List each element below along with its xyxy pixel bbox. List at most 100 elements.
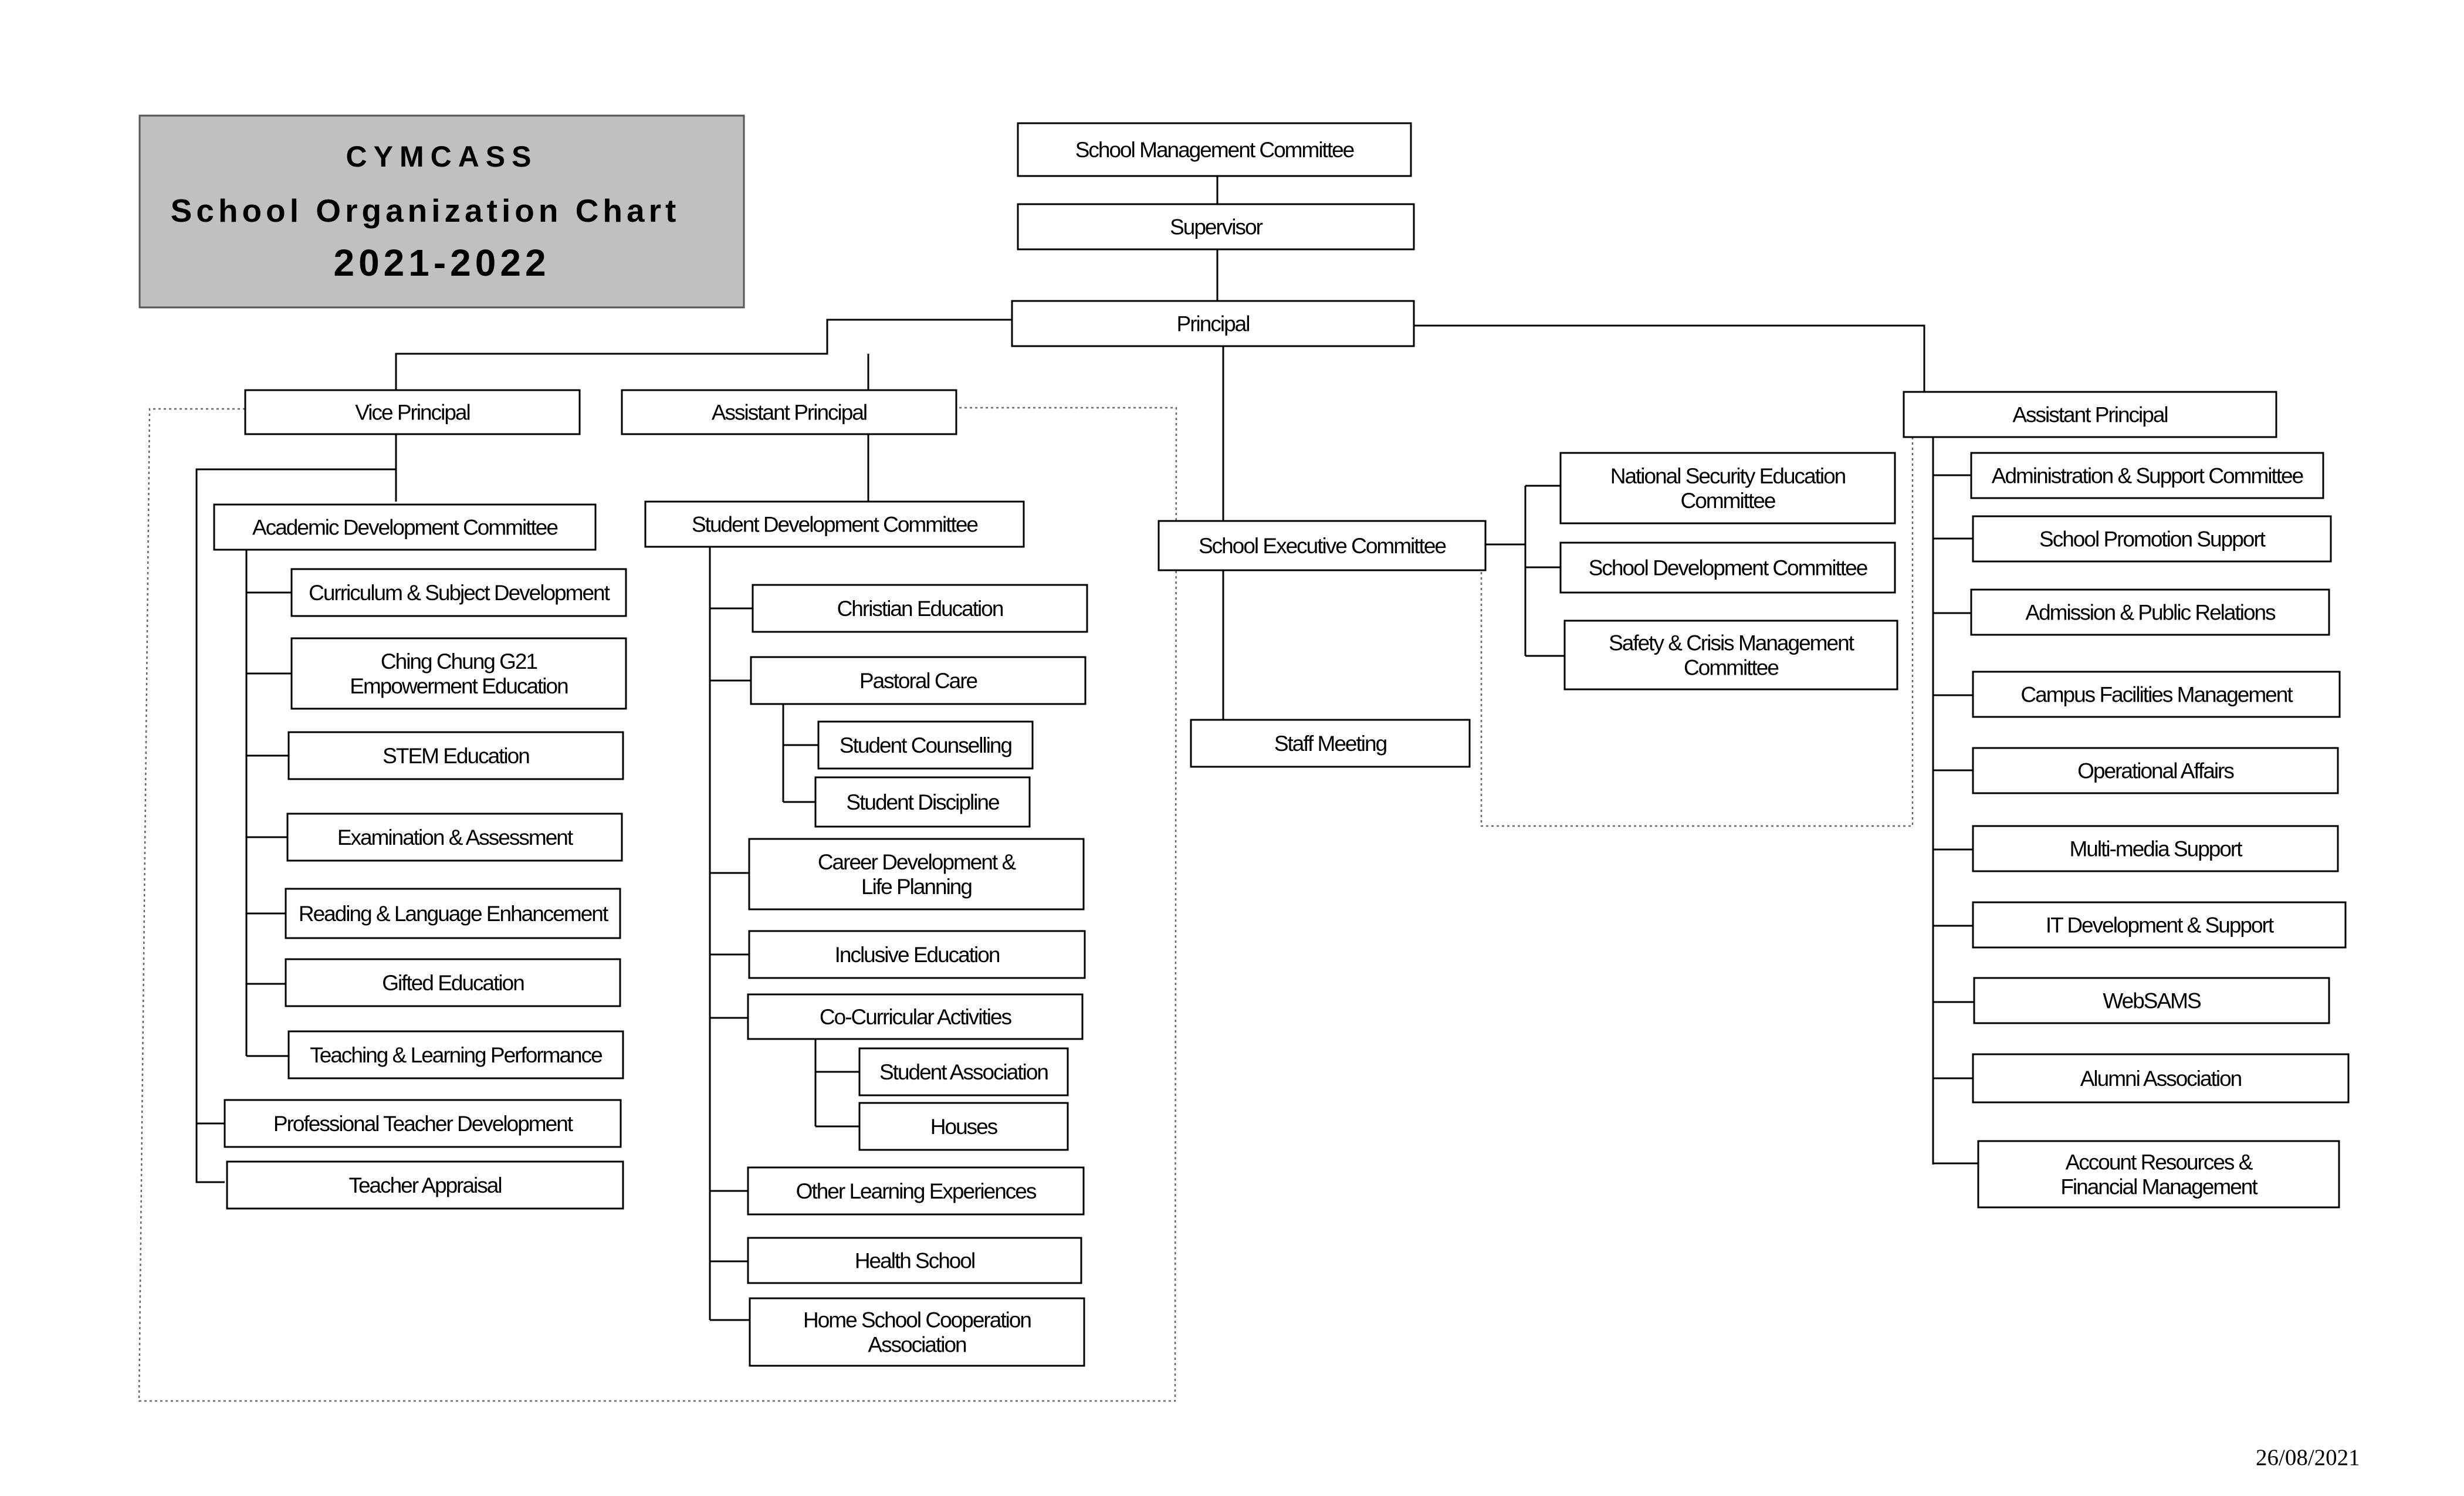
node-box: [1190, 719, 1471, 768]
node-label: Multi-media Support: [2069, 837, 2243, 861]
node-label: Life Planning: [861, 875, 972, 899]
node-box: [1972, 515, 2332, 563]
node-box: [1011, 300, 1415, 347]
node-box: [224, 1099, 622, 1148]
node-box: [287, 731, 624, 780]
node-label: Health School: [855, 1249, 974, 1273]
node-label: Principal: [1177, 312, 1250, 336]
node-pc: Pastoral Care: [750, 656, 1087, 705]
node-box: [1017, 122, 1412, 177]
node-label: IT Development & Support: [2046, 913, 2275, 937]
node-label: Assistant Principal: [712, 401, 867, 425]
node-sd: Student Discipline: [814, 776, 1031, 828]
node-label: Financial Management: [2060, 1175, 2258, 1199]
node-oa: Operational Affairs: [1972, 747, 2339, 794]
node-box: [817, 720, 1034, 770]
node-cfm: Campus Facilities Management: [1972, 671, 2341, 718]
node-label: Campus Facilities Management: [2020, 683, 2293, 707]
node-label: Ching Chung G21: [381, 649, 537, 673]
node-tlp: Teaching & Learning Performance: [287, 1030, 624, 1079]
node-exam: Examination & Assessment: [286, 813, 623, 862]
node-label: Student Counselling: [840, 733, 1012, 757]
node-box: [1563, 620, 1898, 691]
node-ie: Inclusive Education: [748, 930, 1086, 979]
node-box: [290, 568, 627, 617]
node-label: Other Learning Experiences: [796, 1179, 1037, 1203]
node-cdlp: Career Development &Life Planning: [748, 838, 1085, 911]
node-label: WebSAMS: [2103, 989, 2201, 1013]
node-box: [226, 1160, 624, 1210]
node-aa: Alumni Association: [1972, 1053, 2350, 1104]
node-box: [285, 958, 621, 1007]
node-hs: Health School: [747, 1237, 1082, 1284]
node-label: Operational Affairs: [2077, 759, 2234, 783]
node-sdc: School Development Committee: [1559, 541, 1896, 594]
node-box: [1970, 452, 2324, 499]
node-box: [1972, 1053, 2350, 1104]
node-vp: Vice Principal: [244, 389, 581, 435]
node-box: [1972, 825, 2339, 872]
node-gifted: Gifted Education: [285, 958, 621, 1007]
node-staff: Staff Meeting: [1190, 719, 1471, 768]
node-box: [750, 656, 1087, 705]
node-label: Student Development Committee: [692, 513, 977, 537]
node-label: School Executive Committee: [1199, 534, 1446, 558]
node-box: [1017, 203, 1415, 251]
node-stem: STEM Education: [287, 731, 624, 780]
node-mms: Multi-media Support: [1972, 825, 2339, 872]
node-adc: Academic Development Committee: [213, 503, 597, 551]
node-label: Pastoral Care: [859, 669, 977, 693]
node-rle: Reading & Language Enhancement: [285, 888, 621, 939]
node-label: Student Discipline: [846, 790, 999, 814]
node-label: Safety & Crisis Management: [1609, 631, 1855, 655]
node-box: [286, 813, 623, 862]
node-box: [290, 637, 627, 710]
node-box: [858, 1047, 1069, 1096]
node-label: Supervisor: [1170, 215, 1263, 239]
node-label: Alumni Association: [2080, 1067, 2242, 1091]
node-itds: IT Development & Support: [1972, 901, 2347, 949]
node-label: Professional Teacher Development: [273, 1112, 574, 1136]
node-box: [285, 888, 621, 939]
node-box: [748, 930, 1086, 979]
node-box: [1903, 391, 2277, 438]
node-label: Christian Education: [837, 597, 1003, 621]
node-box: [1559, 541, 1896, 594]
node-websams: WebSAMS: [1973, 977, 2330, 1024]
node-box: [858, 1102, 1069, 1151]
node-label: Teaching & Learning Performance: [310, 1043, 602, 1067]
node-label: Committee: [1681, 489, 1775, 513]
nodes-layer: School Management CommitteeSupervisorPri…: [213, 122, 2350, 1367]
node-box: [1157, 520, 1487, 571]
node-box: [1970, 588, 2330, 636]
node-ap_left: Assistant Principal: [621, 389, 957, 435]
node-box: [747, 1237, 1082, 1284]
node-box: [747, 1166, 1085, 1216]
title-line-1: CYMCASS: [346, 140, 537, 173]
node-label: Curriculum & Subject Development: [309, 581, 611, 605]
node-csd: Curriculum & Subject Development: [290, 568, 627, 617]
node-label: Academic Development Committee: [252, 516, 557, 540]
node-label: Empowerment Education: [350, 674, 568, 698]
node-label: Examination & Assessment: [337, 825, 574, 849]
node-apr: Admission & Public Relations: [1970, 588, 2330, 636]
node-sa: Student Association: [858, 1047, 1069, 1096]
node-ptd: Professional Teacher Development: [224, 1099, 622, 1148]
node-sc: Student Counselling: [817, 720, 1034, 770]
node-ap_right: Assistant Principal: [1903, 391, 2277, 438]
node-label: Vice Principal: [355, 401, 469, 425]
left-group-border: [138, 407, 1177, 1402]
date-stamp: 26/08/2021: [2256, 1445, 2360, 1470]
node-label: School Development Committee: [1589, 556, 1867, 580]
node-label: School Management Committee: [1075, 138, 1354, 162]
node-sps: School Promotion Support: [1972, 515, 2332, 563]
node-box: [749, 1297, 1085, 1367]
node-box: [748, 838, 1085, 911]
node-supervisor: Supervisor: [1017, 203, 1415, 251]
node-label: Career Development &: [818, 850, 1017, 874]
node-label: Co-Curricular Activities: [820, 1005, 1012, 1029]
node-box: [1972, 747, 2339, 794]
node-label: National Security Education: [1610, 464, 1846, 488]
